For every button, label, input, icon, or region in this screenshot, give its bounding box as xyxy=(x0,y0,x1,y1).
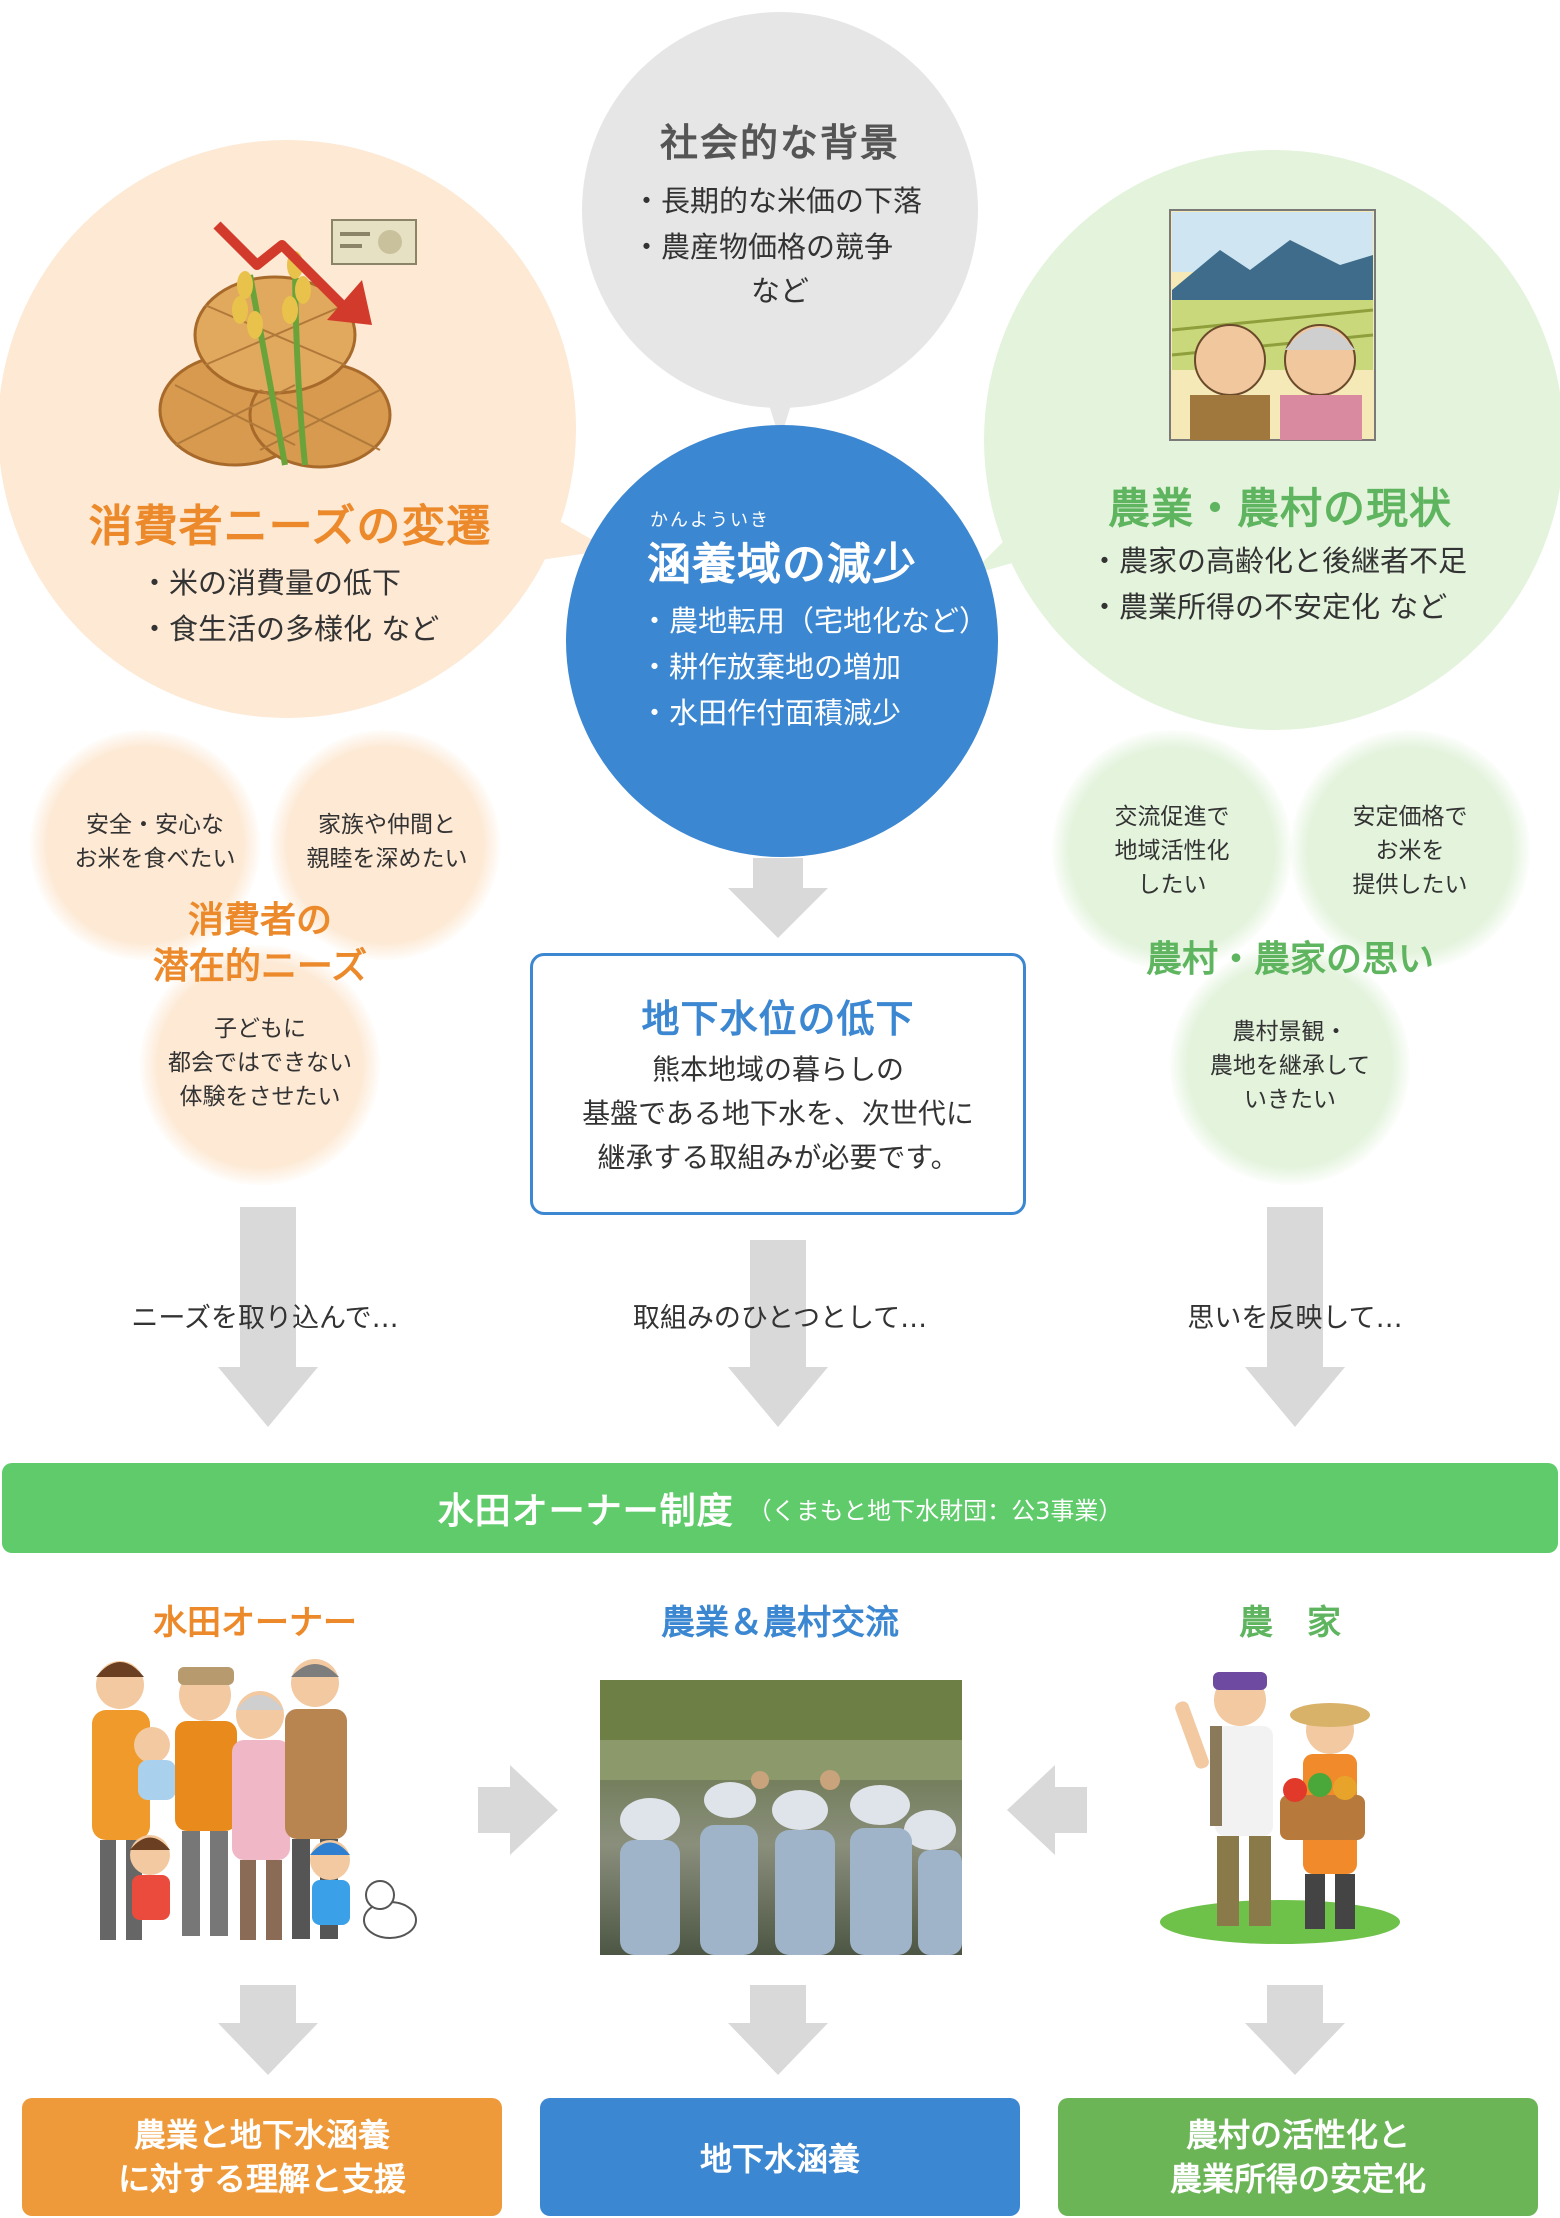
farm-status-item: ・農家の高齢化と後継者不足 xyxy=(1090,544,1468,578)
recharge-area-item: ・水田作付面積減少 xyxy=(640,696,902,730)
caption-right: 思いを反映して… xyxy=(1187,1303,1403,1334)
recharge-area-item: ・農地転用（宅地化など） xyxy=(640,604,989,638)
farmer-wish-title: 農村・農家の思い xyxy=(1145,939,1434,980)
caption-left: ニーズを取り込んで… xyxy=(131,1303,399,1334)
social-item: ・長期的な米価の下落 xyxy=(632,184,923,218)
latent-needs-title: 消費者の 潜在的ニーズ xyxy=(152,900,368,987)
down-arrow-icon xyxy=(728,858,828,938)
latent-need-child-text: 子どもに 都会ではできない 体験をさせたい xyxy=(168,1016,352,1110)
paddy-owner-system-title-row: 水田オーナー制度 （くまもと地下水財団：公3事業） xyxy=(2,1463,1558,1553)
result-understanding-line: 農業と地下水涵養 xyxy=(133,2116,390,2154)
latent-need-bubble-child xyxy=(140,945,380,1185)
farm-exchange-photo xyxy=(600,1680,962,1955)
latent-need-safe-rice-text: 安全・安心な お米を食べたい xyxy=(74,812,236,872)
recharge-area-item: ・耕作放棄地の増加 xyxy=(640,650,902,684)
consumer-needs-list: ・米の消費量の低下 ・食生活の多様化 など xyxy=(140,560,439,652)
price-drop-arrow-icon xyxy=(213,221,372,325)
social-background-bubble xyxy=(582,12,978,408)
down-arrow-icon xyxy=(218,1985,318,2075)
farmer-wish-landscape-text: 農村景観・ 農地を継承して いきたい xyxy=(1209,1019,1371,1113)
result-understanding-line: に対する理解と支援 xyxy=(117,2160,406,2198)
recharge-area-title: 涵養域の減少 xyxy=(647,539,917,590)
result-revitalization-line: 農村の活性化と xyxy=(1185,2116,1410,2154)
result-box-recharge: 地下水涵養 xyxy=(540,2098,1020,2216)
down-arrow-icon xyxy=(218,1207,318,1427)
recharge-area-list: ・農地転用（宅地化など） ・耕作放棄地の増加 ・水田作付面積減少 xyxy=(640,598,988,736)
column-title-farmer: 農 家 xyxy=(1239,1603,1341,1643)
column-title-owner: 水田オーナー xyxy=(153,1603,357,1643)
banknote-icon xyxy=(331,219,417,265)
down-arrow-icon xyxy=(1245,1985,1345,2075)
left-arrow-icon xyxy=(1007,1765,1087,1855)
latent-need-bubble-safe-rice xyxy=(30,730,260,960)
paddy-owner-system-subtitle: （くまもと地下水財団：公3事業） xyxy=(747,1496,1123,1525)
social-background-title: 社会的な背景 xyxy=(659,121,900,165)
paddy-owner-system-title: 水田オーナー制度 xyxy=(437,1491,734,1532)
latent-need-bubble-family xyxy=(270,730,500,960)
result-box-understanding: 農業と地下水涵養 に対する理解と支援 xyxy=(22,2098,502,2216)
farmer-wish-bubble-price xyxy=(1290,730,1530,970)
down-arrow-icon xyxy=(728,1985,828,2075)
result-revitalization-line: 農業所得の安定化 xyxy=(1169,2160,1426,2198)
groundwater-decline-title: 地下水位の低下 xyxy=(641,997,915,1041)
down-arrow-icon xyxy=(728,1240,828,1427)
farm-status-item: ・農業所得の不安定化 など xyxy=(1090,590,1448,624)
rice-bag-illustration xyxy=(158,251,392,469)
groundwater-decline-text: 熊本地域の暮らしの 基盤である地下水を、次世代に 継承する取組みが必要です。 xyxy=(582,1053,974,1174)
recharge-area-bubble xyxy=(566,425,998,857)
column-title-exchange: 農業＆農村交流 xyxy=(661,1603,899,1643)
elderly-farmers-illustration xyxy=(1169,209,1376,441)
down-arrow-icon xyxy=(1245,1207,1345,1427)
result-box-revitalization: 農村の活性化と 農業所得の安定化 xyxy=(1058,2098,1538,2216)
consumer-item: ・食生活の多様化 など xyxy=(140,612,440,646)
groundwater-decline-box xyxy=(530,953,1026,1215)
social-item: ・農産物価格の競争 xyxy=(632,230,894,264)
latent-need-family-text: 家族や仲間と 親睦を深めたい xyxy=(306,812,468,872)
family-illustration xyxy=(92,1659,417,1940)
farmer-wish-bubble-landscape xyxy=(1170,945,1410,1185)
consumer-item: ・米の消費量の低下 xyxy=(140,566,402,600)
recharge-area-ruby: かんよういき xyxy=(650,510,770,531)
farm-status-title: 農業・農村の現状 xyxy=(1107,484,1452,533)
social-background-list: ・長期的な米価の下落 ・農産物価格の競争 xyxy=(632,178,922,270)
farmer-couple-illustration xyxy=(1160,1672,1400,1944)
paddy-owner-system-banner xyxy=(2,1463,1558,1553)
result-recharge-text: 地下水涵養 xyxy=(699,2140,860,2178)
farm-status-list: ・農家の高齢化と後継者不足 ・農業所得の不安定化 など xyxy=(1090,538,1467,630)
farmer-wish-exchange-text: 交流促進で 地域活性化 したい xyxy=(1114,804,1230,898)
caption-mid: 取組みのひとつとして… xyxy=(632,1303,928,1334)
social-background-note: など xyxy=(750,274,809,308)
farmer-wish-bubble-exchange xyxy=(1052,730,1292,970)
farmer-wish-price-text: 安定価格で お米を 提供したい xyxy=(1352,804,1468,898)
right-arrow-icon xyxy=(478,1765,558,1855)
consumer-needs-title: 消費者ニーズの変遷 xyxy=(88,501,492,552)
